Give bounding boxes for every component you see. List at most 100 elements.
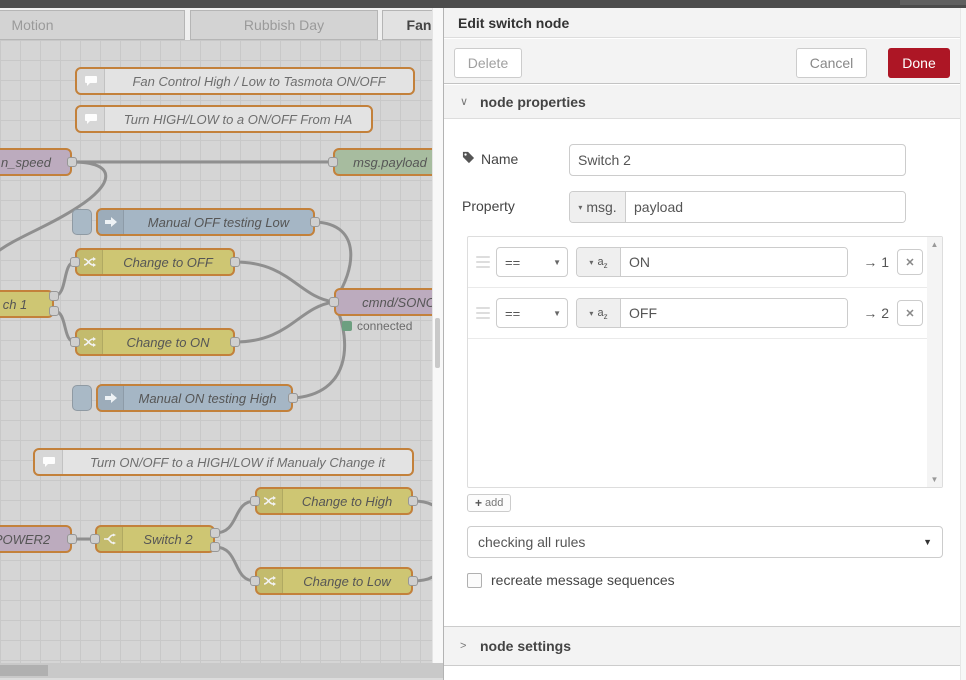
wire[interactable]: [213, 499, 257, 535]
debug-node-msg-payload[interactable]: msg.payload: [333, 148, 432, 176]
node-label: n_speed: [1, 154, 51, 170]
rule-value-typed-input[interactable]: ▾ az: [576, 247, 848, 277]
port[interactable]: [408, 496, 418, 506]
port[interactable]: [288, 393, 298, 403]
comment-node-fan-control[interactable]: Fan Control High / Low to Tasmota ON/OFF: [75, 67, 415, 95]
canvas-horizontal-scrollbar-thumb[interactable]: [0, 665, 48, 676]
wire[interactable]: [411, 556, 432, 583]
change-shuffle-icon: [257, 569, 283, 593]
port[interactable]: [310, 217, 320, 227]
wire[interactable]: [213, 545, 257, 583]
tab-label: Motion: [11, 17, 54, 33]
section-node-properties[interactable]: ∨ node properties: [444, 85, 966, 119]
comment-node-turn-onoff[interactable]: Turn ON/OFF to a HIGH/LOW if Manualy Cha…: [33, 448, 414, 476]
port[interactable]: [230, 337, 240, 347]
switch-fork-icon: [97, 527, 123, 551]
cancel-button[interactable]: Cancel: [796, 48, 867, 78]
rule-type-selector[interactable]: ▾ az: [577, 248, 621, 276]
wire[interactable]: [233, 300, 336, 344]
rule-mode-select[interactable]: checking all rules ▼: [467, 526, 943, 558]
wire[interactable]: [313, 220, 353, 300]
port[interactable]: [90, 534, 100, 544]
comment-node-turn-highlow[interactable]: Turn HIGH/LOW to a ON/OFF From HA: [75, 105, 373, 133]
node-label: Manual OFF testing Low: [147, 214, 290, 230]
wire[interactable]: [233, 260, 336, 304]
port[interactable]: [49, 291, 59, 301]
node-label: Switch 2: [143, 531, 193, 547]
mqtt-node-fan-speed[interactable]: n_speed: [0, 148, 72, 176]
change-node-to-low[interactable]: Change to Low: [255, 567, 413, 595]
inject-node-manual-off[interactable]: Manual OFF testing Low: [96, 208, 315, 236]
comment-label: Turn HIGH/LOW to a ON/OFF From HA: [123, 111, 353, 127]
name-input[interactable]: [569, 144, 906, 176]
rule-delete-button[interactable]: ✕: [897, 300, 923, 326]
canvas-horizontal-scrollbar[interactable]: [0, 663, 443, 678]
property-type-selector[interactable]: ▾ msg.: [570, 192, 626, 222]
tray-scrollbar[interactable]: [960, 8, 966, 680]
section-node-settings[interactable]: > node settings: [444, 626, 966, 666]
wire[interactable]: [0, 160, 108, 254]
change-node-to-high[interactable]: Change to High: [255, 487, 413, 515]
port[interactable]: [49, 306, 59, 316]
port[interactable]: [329, 297, 339, 307]
inject-trigger-button[interactable]: [72, 209, 92, 235]
rule-delete-button[interactable]: ✕: [897, 249, 923, 275]
port[interactable]: [210, 542, 220, 552]
select-caret-icon: ▼: [923, 537, 932, 547]
rule-operator-select[interactable]: == ▼: [496, 298, 568, 328]
wire[interactable]: [411, 499, 432, 526]
rule-value-input[interactable]: [621, 299, 847, 327]
wire[interactable]: [291, 304, 347, 400]
close-icon: ✕: [905, 256, 915, 269]
canvas-vertical-scrollbar-thumb[interactable]: [435, 318, 440, 368]
rule-operator: ==: [505, 254, 521, 270]
port[interactable]: [67, 157, 77, 167]
tab-motion[interactable]: Motion: [0, 10, 185, 40]
node-label: Change to OFF: [123, 254, 213, 270]
rule-value-typed-input[interactable]: ▾ az: [576, 298, 848, 328]
port[interactable]: [230, 257, 240, 267]
inject-node-manual-on[interactable]: Manual ON testing High: [96, 384, 293, 412]
delete-button[interactable]: Delete: [454, 48, 522, 78]
rule-type-selector[interactable]: ▾ az: [577, 299, 621, 327]
property-value-input[interactable]: [626, 192, 905, 222]
node-label: Manual ON testing High: [138, 390, 277, 406]
recreate-sequences-row: recreate message sequences: [467, 572, 675, 588]
port[interactable]: [250, 496, 260, 506]
section-label: node properties: [480, 93, 586, 110]
port[interactable]: [210, 528, 220, 538]
recreate-sequences-checkbox[interactable]: [467, 572, 482, 588]
scroll-down-icon[interactable]: ▼: [930, 475, 939, 484]
tab-label: Rubbish Day: [243, 17, 325, 33]
add-label: add: [485, 497, 504, 509]
change-node-to-on[interactable]: Change to ON: [75, 328, 235, 356]
done-button[interactable]: Done: [888, 48, 950, 78]
port[interactable]: [408, 576, 418, 586]
node-status-text: connected: [357, 319, 413, 333]
port[interactable]: [70, 337, 80, 347]
inject-arrow-icon: [98, 210, 124, 234]
inject-trigger-button[interactable]: [72, 385, 92, 411]
caret-down-icon: ▾: [589, 308, 594, 318]
port[interactable]: [70, 257, 80, 267]
property-typed-input[interactable]: ▾ msg.: [569, 191, 906, 223]
mqtt-node-cmnd-sono[interactable]: cmnd/SONO: [334, 288, 432, 316]
port[interactable]: [67, 534, 77, 544]
switch-node-2[interactable]: Switch 2: [95, 525, 215, 553]
change-node-to-off[interactable]: Change to OFF: [75, 248, 235, 276]
tab-rubbish-day[interactable]: Rubbish Day: [190, 10, 378, 40]
rule-value-input[interactable]: [621, 248, 847, 276]
change-shuffle-icon: [77, 250, 103, 274]
port[interactable]: [250, 576, 260, 586]
drag-handle-icon[interactable]: [476, 256, 490, 268]
add-rule-button[interactable]: + add: [467, 494, 512, 512]
port[interactable]: [328, 157, 338, 167]
comment-label: Turn ON/OFF to a HIGH/LOW if Manualy Cha…: [89, 454, 385, 470]
drag-handle-icon[interactable]: [476, 307, 490, 319]
mqtt-node-power2[interactable]: POWER2: [0, 525, 72, 553]
flow-canvas[interactable]: Fan Control High / Low to Tasmota ON/OFF…: [0, 40, 432, 663]
switch-node-1[interactable]: ch 1: [0, 290, 54, 318]
rules-scrollbar[interactable]: ▲ ▼: [927, 237, 942, 487]
scroll-up-icon[interactable]: ▲: [930, 240, 939, 249]
rule-operator-select[interactable]: == ▼: [496, 247, 568, 277]
